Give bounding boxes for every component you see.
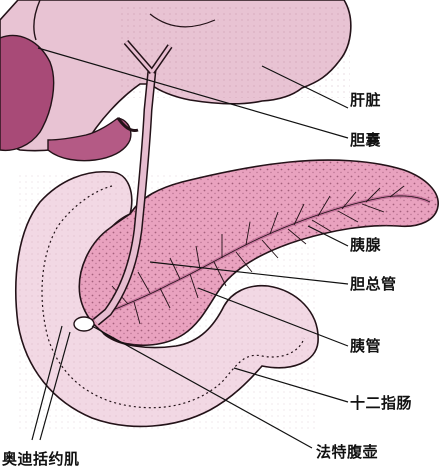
cystic-duct xyxy=(116,117,139,132)
pancreatic-duct-outline xyxy=(87,195,431,323)
leader-sphincter-1 xyxy=(31,325,63,441)
leader-pancreatic-duct xyxy=(197,287,349,347)
label-ampulla-of-vater: 法特腹壶 xyxy=(316,443,379,461)
label-sphincter-of-oddi: 奥迪括约肌 xyxy=(2,450,80,468)
label-liver: 肝脏 xyxy=(350,91,382,109)
liver-dark-lobe xyxy=(0,34,55,152)
leader-sphincter-2 xyxy=(39,331,71,441)
ampulla xyxy=(73,316,95,332)
label-gallbladder: 胆囊 xyxy=(350,131,382,149)
leader-liver xyxy=(261,65,349,109)
gallbladder-shape xyxy=(47,117,132,162)
common-bile-duct-fill xyxy=(94,69,155,325)
label-duodenum: 十二指肠 xyxy=(350,394,413,412)
leader-pancreas xyxy=(307,225,349,247)
leader-lines xyxy=(31,47,349,449)
duct-branches xyxy=(111,185,405,325)
liver-lobe-line xyxy=(33,0,41,41)
leader-ampulla xyxy=(91,325,313,449)
label-pancreatic-duct: 胰管 xyxy=(350,337,382,355)
leader-gallbladder xyxy=(37,47,349,139)
leader-common-bile-duct xyxy=(149,261,349,285)
label-pancreas: 胰腺 xyxy=(350,236,382,254)
label-common-bile-duct: 胆总管 xyxy=(350,275,397,293)
leader-duodenum xyxy=(233,367,349,403)
